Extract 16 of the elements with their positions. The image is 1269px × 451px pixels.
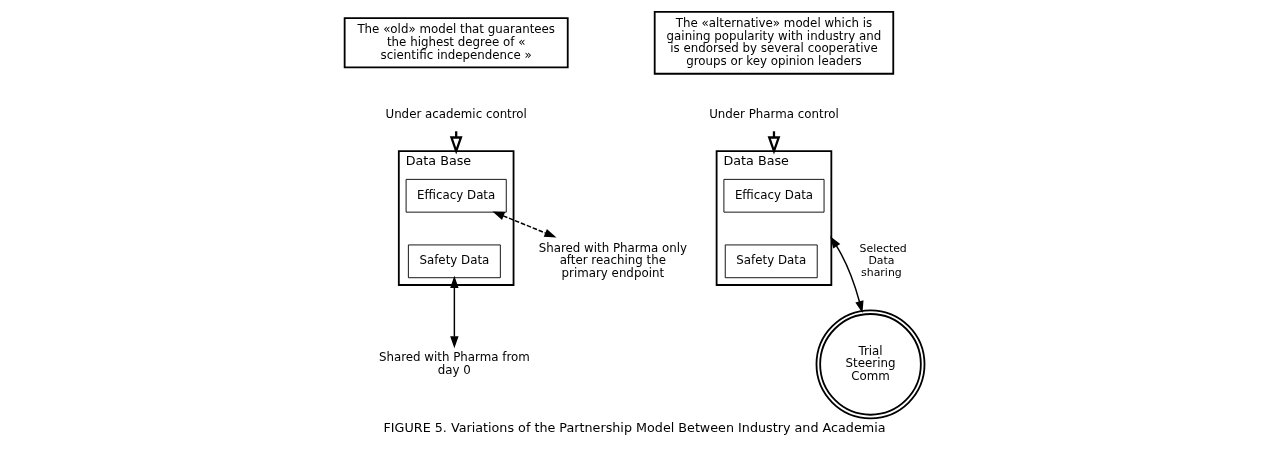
node-circle: Trial Steering Comm xyxy=(815,309,926,420)
node-text: Under Pharma control xyxy=(709,106,839,121)
node-box: Efficacy Data xyxy=(405,178,507,213)
node-box: Safety Data xyxy=(407,244,501,279)
node-text: Under academic control xyxy=(385,106,527,121)
arrow xyxy=(492,211,557,238)
node-box: The «alternative» model which is gaining popularity with industry and is endorsed by several cooperative groups or key opinion leaders xyxy=(653,10,895,75)
node-text: Shared with Pharma only after reaching the primary endpoint xyxy=(538,240,687,281)
arrow xyxy=(450,275,459,349)
edge-label: Selected Data sharing xyxy=(859,242,907,279)
node-text: Shared with Pharma from day 0 xyxy=(378,350,530,377)
caption: FIGURE 5. Variations of the Partnership Model Between Industry and Academia xyxy=(383,420,886,436)
node-box: The «old» model that guarantees the highest degree of « scientific independence » xyxy=(343,17,569,69)
arrow xyxy=(830,236,864,314)
node-box: Efficacy Data xyxy=(723,178,825,213)
node-box: Safety Data xyxy=(724,244,818,279)
